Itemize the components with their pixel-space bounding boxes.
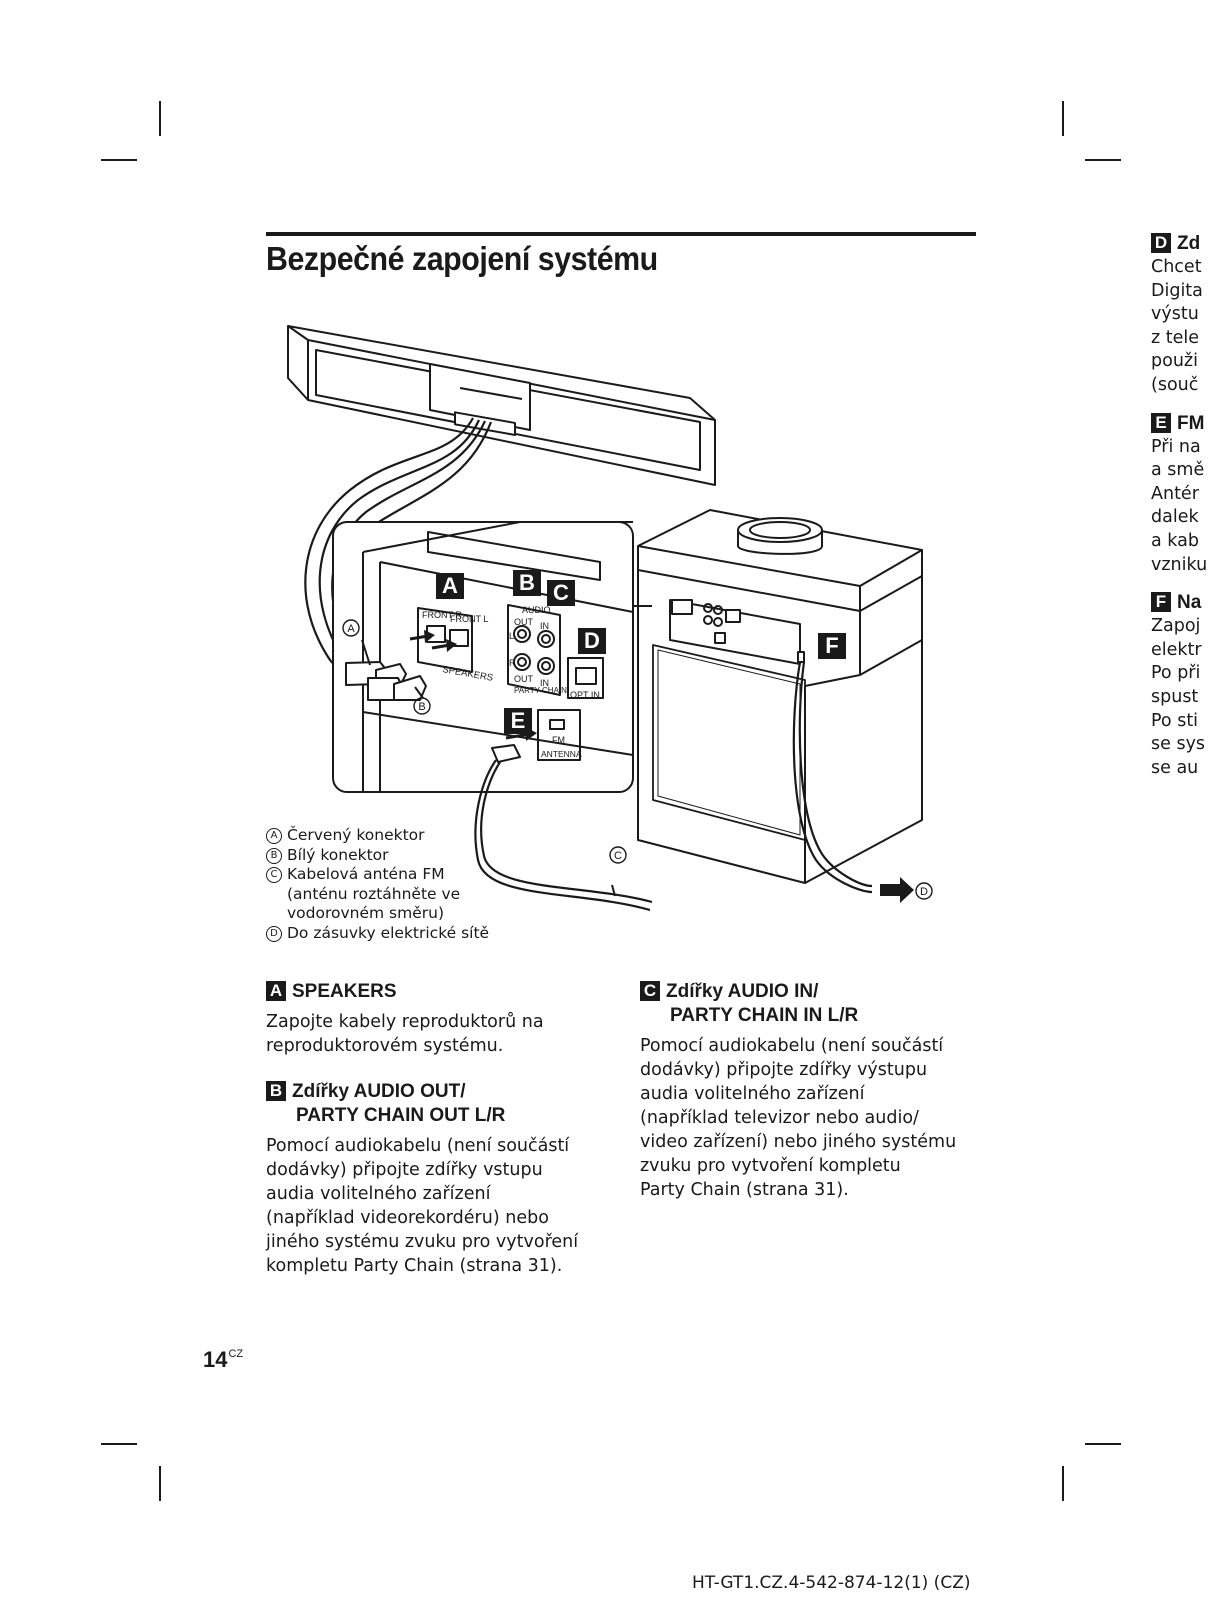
section-heading-text-2: PARTY CHAIN OUT L/R [296, 1105, 506, 1126]
crop-mark [101, 1443, 137, 1445]
mark-a: A [347, 623, 355, 635]
legend-text: Do zásuvky elektrické sítě [287, 923, 490, 942]
crop-mark [1062, 101, 1064, 136]
crop-mark [1062, 1466, 1064, 1501]
power-arrow-icon [880, 877, 914, 903]
page-number-suffix: CZ [228, 1348, 244, 1360]
section-heading-text: FM [1177, 412, 1205, 434]
section-body: Zapojte kabely reproduktorů na reprodukt… [266, 1012, 544, 1056]
section-body: Chcet Digita výstu z tele použi (souč [1151, 257, 1203, 395]
crop-mark [159, 1466, 161, 1501]
connection-diagram: A B C D E F FRONT R FRONT L SPEAKERS AUD… [287, 325, 933, 912]
callout-a: A [442, 573, 458, 598]
label-out: OUT [514, 617, 534, 627]
section-label: A [266, 981, 286, 1001]
label-opt-in: OPT IN [570, 690, 600, 700]
section-label: F [1151, 592, 1171, 613]
label-l: L [509, 631, 514, 641]
figure-legend: A Červený konektor B Bílý konektor C Kab… [266, 826, 489, 943]
main-unit-illustration [637, 509, 923, 894]
label-r: R [509, 658, 516, 668]
label-party-chain: PARTY CHAIN [514, 686, 567, 695]
section-body: Zapoj elektr Po při spust Po sti se sys … [1151, 616, 1206, 778]
label-front-l: FRONT L [450, 614, 488, 624]
section-label: C [640, 981, 660, 1001]
label-front-r: FRONT R [422, 610, 462, 620]
section-heading-text: Zdířky AUDIO OUT/ [292, 1081, 466, 1102]
callout-d: D [584, 628, 600, 653]
legend-item: C Kabelová anténa FM (anténu roztáhněte … [266, 865, 489, 924]
mark-c: C [614, 850, 622, 862]
section-body: Pomocí audiokabelu (není součástí dodávk… [266, 1136, 579, 1276]
mark-b: B [418, 701, 425, 713]
legend-text: Bílý konektor [287, 845, 389, 864]
section-heading-text: Na [1177, 592, 1202, 614]
section-label: D [1151, 233, 1171, 253]
callout-c: C [553, 580, 569, 605]
section-heading: D Zd [1151, 232, 1220, 256]
legend-mark: A [266, 828, 282, 844]
label-fm: FM [552, 735, 565, 745]
legend-mark: C [266, 867, 282, 883]
callout-b: B [519, 570, 535, 595]
section-heading: C Zdířky AUDIO IN/ PARTY CHAIN IN L/R [640, 980, 980, 1028]
legend-text: Červený konektor [287, 826, 425, 844]
label-antenna: ANTENNA [541, 749, 582, 759]
next-page-column: D Zd Chcet Digita výstu z tele použi (sou… [1151, 232, 1220, 794]
legend-mark: B [266, 847, 282, 864]
mark-d: D [920, 886, 928, 898]
page-number-value: 14 [203, 1347, 228, 1372]
legend-item: A Červený konektor [266, 826, 489, 846]
legend-item: B Bílý konektor [266, 846, 489, 866]
section-heading-text-2: PARTY CHAIN IN L/R [670, 1005, 859, 1026]
section-audio-out: B Zdířky AUDIO OUT/ PARTY CHAIN OUT L/R P… [266, 1080, 606, 1278]
crop-mark [1085, 159, 1121, 161]
section-heading: F Na [1151, 591, 1220, 615]
soundbar-illustration [287, 325, 716, 486]
crop-mark [101, 159, 137, 161]
legend-item: D Do zásuvky elektrické sítě [266, 924, 489, 944]
section-audio-in: C Zdířky AUDIO IN/ PARTY CHAIN IN L/R Pom… [640, 980, 980, 1202]
page-title: Bezpečné zapojení systému [266, 240, 658, 277]
callout-f: F [825, 633, 838, 658]
section-body: Pomocí audiokabelu (není součástí dodávk… [640, 1036, 957, 1200]
crop-mark [159, 101, 161, 136]
page-number: 14CZ [203, 1347, 243, 1373]
section-heading: A SPEAKERS [266, 980, 606, 1004]
section-heading: E FM [1151, 412, 1220, 436]
section-label: E [1151, 412, 1171, 433]
title-rule [266, 232, 976, 236]
label-out-2: OUT [514, 674, 534, 684]
section-heading-text: Zdířky AUDIO IN/ [666, 981, 819, 1002]
callout-e: E [511, 708, 526, 733]
footer-code: HT-GT1.CZ.4-542-874-12(1) (CZ) [692, 1573, 971, 1593]
label-in: IN [540, 621, 549, 631]
label-audio: AUDIO [522, 605, 551, 615]
section-heading-text: SPEAKERS [292, 981, 397, 1002]
legend-text: Kabelová anténa FM (anténu roztáhněte ve… [287, 865, 461, 922]
legend-mark: D [266, 925, 282, 942]
crop-mark [1085, 1443, 1121, 1445]
section-heading-text: Zd [1177, 233, 1201, 254]
section-label: B [266, 1081, 286, 1101]
section-heading: B Zdířky AUDIO OUT/ PARTY CHAIN OUT L/R [266, 1080, 606, 1128]
section-speakers: A SPEAKERS Zapojte kabely reproduktorů na… [266, 980, 606, 1058]
section-body: Při na a smě Antér dalek a kab vzniku [1151, 436, 1208, 575]
callout-markers: A B C D E F [436, 570, 846, 734]
label-in-2: IN [540, 678, 549, 688]
